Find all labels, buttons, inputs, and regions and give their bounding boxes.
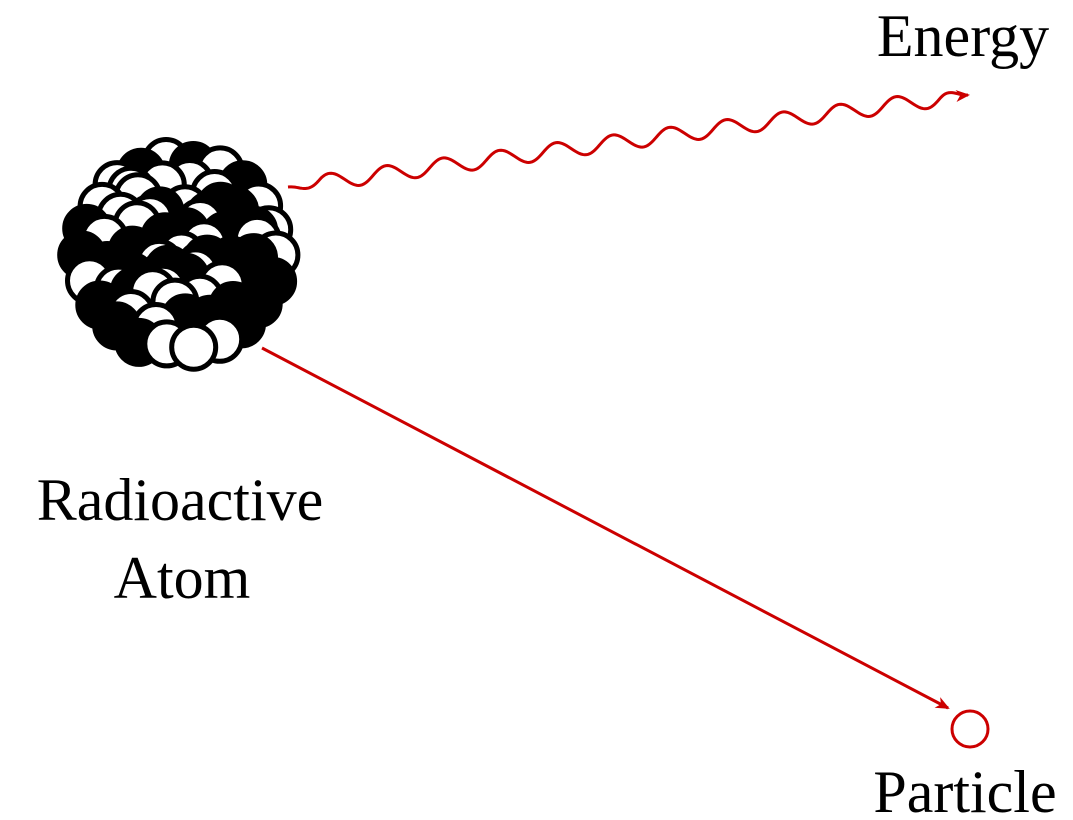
atom-label-line2: Atom xyxy=(114,545,251,611)
nucleus-icon xyxy=(57,137,301,372)
atom-label-line1: Radioactive xyxy=(37,467,324,533)
particle-straight-arrow-icon xyxy=(261,346,950,710)
particle-circle-icon xyxy=(950,709,990,749)
particle-label: Particle xyxy=(873,759,1056,820)
proton-icon xyxy=(169,322,219,372)
energy-wavy-arrow-icon xyxy=(287,89,970,190)
energy-label: Energy xyxy=(877,3,1049,69)
